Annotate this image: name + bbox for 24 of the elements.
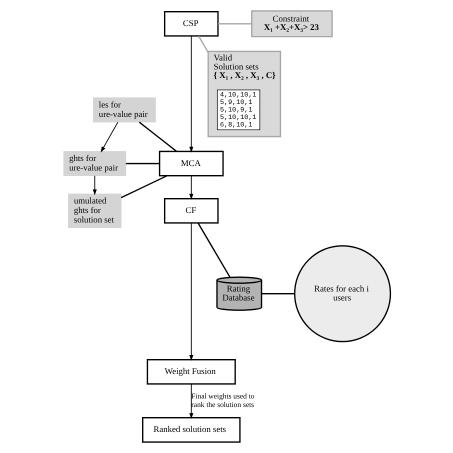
connector xyxy=(197,222,230,278)
arrow xyxy=(188,175,193,200)
arrow xyxy=(188,384,193,419)
node-box: Weight Fusion xyxy=(146,358,236,385)
node-box: Constraint X₁ +X₂+X₃> 23 xyxy=(250,10,332,38)
edge-label: Final weights used to rank the solution sets xyxy=(190,392,254,409)
node-box: les for ure-value pair xyxy=(92,97,156,122)
node-box: CF xyxy=(163,198,218,224)
arrow xyxy=(100,122,118,152)
node-box: CSP xyxy=(163,10,218,37)
node-circle: Rates for each i users xyxy=(294,245,391,342)
connector xyxy=(198,36,208,53)
node-box: Ranked solution sets xyxy=(142,417,240,443)
connector xyxy=(138,122,176,152)
connector xyxy=(125,162,159,164)
arrow xyxy=(92,175,96,196)
node-box: umulated ghts for solution set xyxy=(68,194,121,228)
connector xyxy=(120,175,167,198)
node-box: MCA xyxy=(158,150,224,176)
arrow xyxy=(188,222,193,361)
connector xyxy=(218,23,252,24)
arrow xyxy=(188,36,193,153)
node-box: ghts for ure-value pair xyxy=(62,151,126,176)
connector xyxy=(261,293,294,294)
